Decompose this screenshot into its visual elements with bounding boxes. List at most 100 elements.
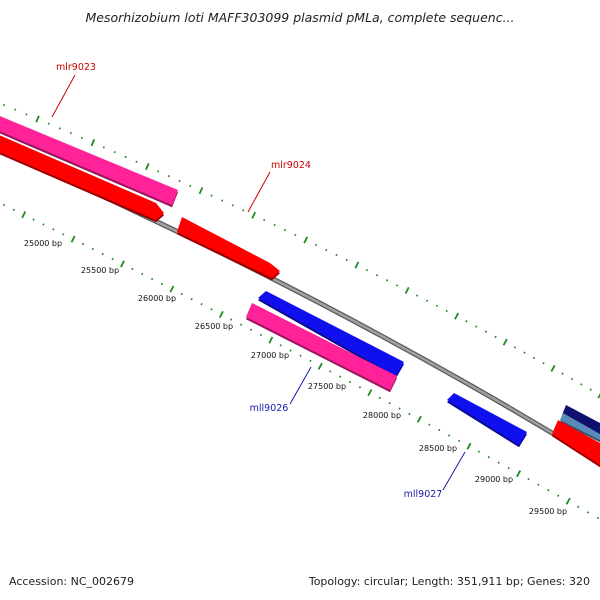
gene-arrow-body[interactable] [258, 291, 404, 376]
gene-arrow-mlr9024[interactable] [177, 217, 280, 281]
scale-tick-label: 25500 bp [81, 266, 119, 275]
outer-ring-minor-tick [102, 146, 105, 149]
gene-arrow-body[interactable] [0, 131, 164, 220]
inner-ring-minor-tick [160, 282, 164, 286]
gene-arrow-body[interactable] [246, 303, 397, 390]
inner-ring-major-tick [516, 470, 522, 478]
gene-arrow-body[interactable] [0, 112, 178, 205]
gene-arrow-9[interactable] [552, 420, 600, 468]
gene-layer[interactable] [0, 112, 600, 468]
inner-ring-minor-tick [586, 511, 590, 514]
gene-arrow-mll9027[interactable] [447, 393, 527, 448]
inner-ring-minor-tick [259, 333, 263, 337]
outer-ring-minor-tick [415, 294, 419, 297]
gene-arrow-body[interactable] [560, 413, 600, 440]
inner-ring-minor-tick [210, 308, 213, 311]
backbone-highlight [0, 148, 600, 464]
inner-ring-minor-tick [200, 303, 203, 306]
scale-tick-label: 29000 bp [475, 475, 513, 484]
scale-tick-label: 27500 bp [308, 382, 346, 391]
inner-ring-minor-tick [2, 203, 6, 207]
inner-ring-minor-tick [398, 407, 401, 410]
outer-ring-minor-tick [167, 175, 170, 178]
gene-arrow-mll9026[interactable] [246, 303, 397, 393]
inner-ring-minor-tick [457, 439, 461, 443]
inner-ring-minor-tick [81, 242, 85, 246]
outer-ring-minor-tick [513, 346, 516, 349]
outer-ring-major-tick [454, 312, 460, 320]
outer-ring-minor-tick [532, 356, 536, 360]
inner-ring-minor-tick [289, 349, 292, 352]
scale-tick-label: 27000 bp [251, 351, 289, 360]
outer-ring-minor-tick [396, 284, 399, 287]
scale-tick-label: 26500 bp [195, 322, 233, 331]
gene-arrow-body[interactable] [177, 217, 280, 278]
backbone-shadow [0, 147, 600, 465]
gene-arrow-mlr9023[interactable] [0, 112, 178, 208]
inner-ring-minor-tick [309, 359, 312, 363]
gene-arrow-body[interactable] [552, 420, 600, 465]
inner-ring-minor-tick [62, 233, 65, 236]
inner-ring-minor-tick [101, 252, 104, 256]
gene-label-mll9026[interactable]: mll9026 [250, 403, 289, 414]
outer-ring-minor-tick [14, 108, 17, 111]
outer-ring-minor-tick [325, 248, 328, 252]
outer-ring-minor-tick [263, 218, 266, 222]
inner-ring-minor-tick [378, 396, 381, 400]
inner-ring-minor-tick [279, 344, 282, 347]
inner-ring-minor-tick [408, 412, 411, 416]
gene-arrow-2[interactable] [0, 131, 164, 223]
inner-ring-minor-tick [52, 228, 55, 231]
inner-ring-minor-tick [131, 267, 134, 271]
outer-ring-minor-tick [385, 279, 389, 282]
gene-arrow-8[interactable] [560, 413, 600, 443]
inner-ring-minor-tick [299, 354, 302, 357]
gene-arrow-body[interactable] [447, 393, 527, 445]
outer-ring-major-tick [198, 187, 204, 195]
inner-ring-minor-tick [348, 380, 352, 384]
inner-ring-minor-tick [190, 297, 193, 301]
inner-ring-major-tick [317, 362, 323, 370]
gene-arrow-body[interactable] [562, 405, 600, 435]
scale-tick-label: 28500 bp [419, 444, 457, 453]
outer-ring-minor-tick [580, 383, 583, 386]
outer-ring-minor-tick [157, 170, 160, 173]
inner-ring-major-tick [268, 336, 274, 344]
inner-ring-major-tick [416, 415, 422, 423]
outer-tick-ring [2, 103, 600, 399]
inner-ring-major-tick [466, 442, 472, 450]
gene-label-mll9027[interactable]: mll9027 [404, 489, 443, 500]
outer-ring-major-tick [251, 211, 257, 219]
scale-tick-label: 26000 bp [138, 294, 176, 303]
outer-ring-minor-tick [178, 179, 181, 183]
inner-tick-ring [2, 203, 600, 520]
inner-ring-minor-tick [596, 516, 600, 520]
inner-ring-minor-tick [12, 208, 15, 212]
outer-ring-minor-tick [475, 325, 478, 328]
scale-tick-label: 29500 bp [529, 507, 567, 516]
outer-ring-minor-tick [69, 132, 72, 135]
inner-ring-minor-tick [329, 370, 332, 373]
outer-ring-minor-tick [47, 122, 50, 125]
inner-ring-major-tick [218, 310, 224, 318]
gene-arrow-4[interactable] [258, 291, 404, 379]
plasmid-backbone [0, 147, 600, 465]
gene-label-mlr9024[interactable]: mlr9024 [271, 160, 311, 171]
inner-ring-minor-tick [477, 450, 481, 453]
outer-ring-major-tick [597, 393, 600, 399]
inner-ring-minor-tick [507, 466, 510, 470]
outer-ring-minor-tick [494, 335, 497, 339]
gene-label-mlr9023[interactable]: mlr9023 [56, 62, 96, 73]
inner-ring-minor-tick [487, 455, 490, 459]
inner-ring-minor-tick [91, 247, 94, 251]
outer-ring-minor-tick [561, 372, 564, 375]
accession-text: Accession: NC_002679 [9, 575, 135, 588]
inner-ring-minor-tick [557, 494, 560, 497]
inner-ring-major-tick [565, 497, 571, 505]
inner-ring-minor-tick [358, 386, 362, 389]
outer-ring-minor-tick [25, 113, 28, 116]
inner-ring-major-tick [70, 235, 76, 243]
inner-ring-minor-tick [42, 223, 45, 226]
